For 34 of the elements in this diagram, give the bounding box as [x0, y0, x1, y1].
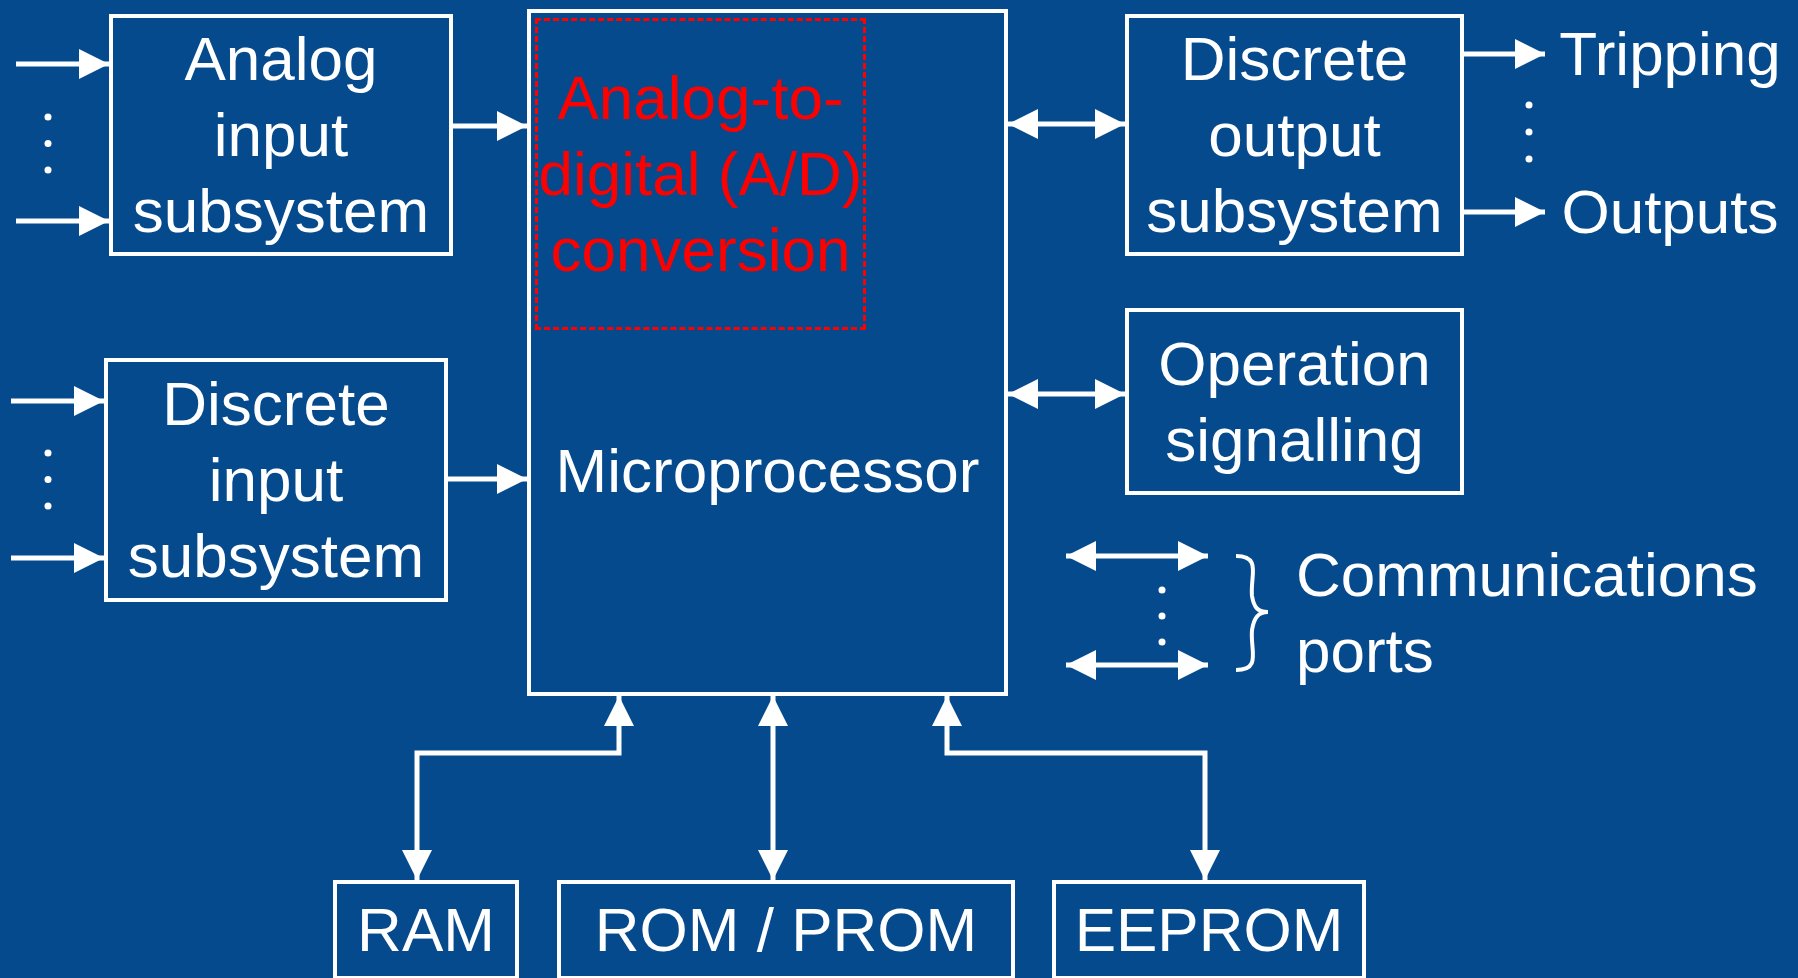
arrow: [453, 111, 527, 141]
box-label: Analog input subsystem: [131, 23, 431, 247]
ports-text: Communications ports: [1296, 539, 1759, 687]
arrow: [932, 696, 1220, 880]
arrow: [16, 49, 109, 79]
arrow: [448, 464, 527, 494]
memory-box: [1052, 880, 1366, 978]
box-label: Discrete input subsystem: [126, 368, 426, 592]
subsystem-box: [109, 14, 453, 256]
converter-box: [535, 18, 866, 330]
arrow: [758, 696, 788, 880]
subsystem-box: [1125, 14, 1464, 256]
arrow: [11, 543, 104, 573]
arrow: [16, 206, 109, 236]
box-label: EEPROM: [1074, 894, 1344, 966]
subsystem-box: [104, 358, 448, 602]
box-label: Discrete output subsystem: [1145, 23, 1444, 247]
arrow: [1464, 39, 1545, 69]
indicator-box: [1125, 308, 1464, 495]
processor-box: [527, 9, 1008, 696]
box-label: ROM / PROM: [594, 894, 978, 966]
arrow: [1008, 379, 1125, 409]
memory-box: [333, 880, 519, 978]
memory-box: [557, 880, 1015, 978]
output-text: Outputs: [1561, 176, 1779, 248]
box-label: Operation signalling: [1157, 327, 1432, 476]
box-label: Microprocessor: [554, 435, 981, 507]
arrow: [11, 386, 104, 416]
box-label: Analog-to-digital (A/D) conversion: [538, 62, 863, 286]
output-text: Tripping: [1559, 18, 1781, 90]
arrow: [1464, 197, 1545, 227]
box-label: RAM: [357, 894, 495, 966]
arrow: [402, 696, 634, 880]
arrow: [1008, 109, 1125, 139]
